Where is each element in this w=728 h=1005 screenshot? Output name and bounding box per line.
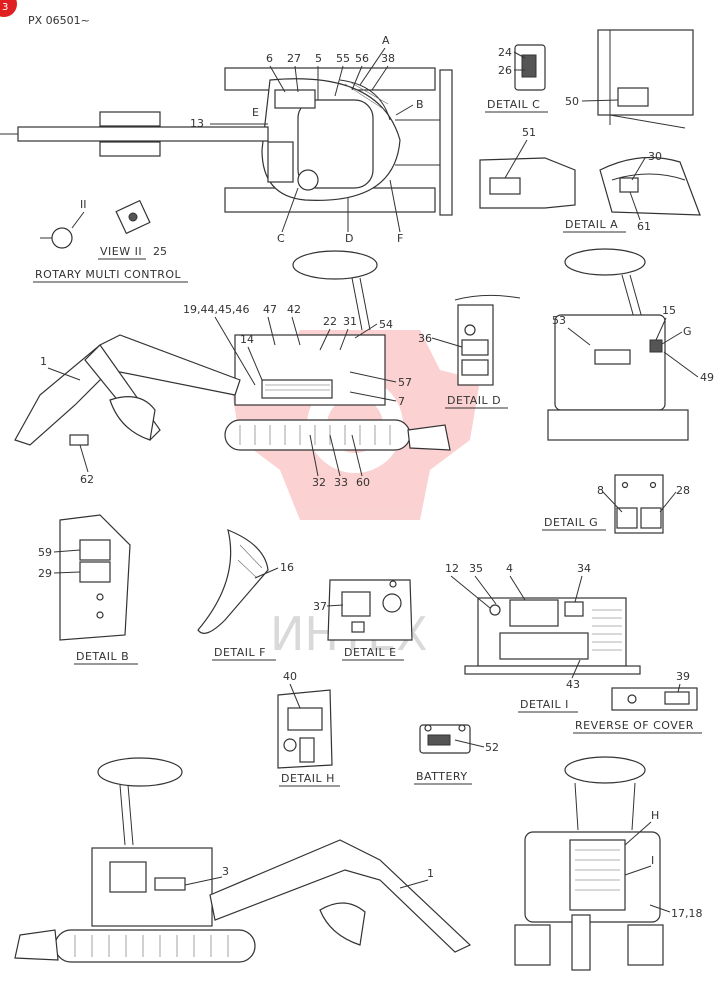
callout-lD: D xyxy=(345,232,353,245)
callout-n34: 34 xyxy=(577,562,591,575)
battery: 52 BATTERY xyxy=(414,724,499,785)
detail-h: 40 DETAIL H xyxy=(277,670,340,787)
callout-n50: 50 xyxy=(565,95,579,108)
detail-b-caption: DETAIL B xyxy=(76,650,129,663)
callout-n32: 32 xyxy=(312,476,326,489)
battery-caption: BATTERY xyxy=(416,770,468,783)
callout-lA: A xyxy=(382,34,390,47)
callout-lF: F xyxy=(397,232,403,245)
reverse-of-cover: 39 REVERSE OF COVER xyxy=(573,670,702,734)
callout-n60: 60 xyxy=(356,476,370,489)
callout-n47: 47 xyxy=(263,303,277,316)
plan-view-labels: 6 27 5 55 56 A 38 B E 13 C D F xyxy=(190,34,424,245)
callout-n54: 54 xyxy=(379,318,393,331)
callout-n36: 36 xyxy=(418,332,432,345)
detail-d: 36 DETAIL D xyxy=(418,294,521,409)
view-ii-caption: VIEW II xyxy=(100,245,142,258)
callout-n27: 27 xyxy=(287,52,301,65)
detail-i-caption: DETAIL I xyxy=(520,698,569,711)
bottom-rear-view: H I 17,18 xyxy=(514,756,703,971)
callout-n43: 43 xyxy=(566,678,580,691)
callout-n1b: 1 xyxy=(427,867,434,880)
callout-n19: 19,44,45,46 xyxy=(183,303,249,316)
rotary-caption: ROTARY MULTI CONTROL xyxy=(35,268,182,281)
callout-n53: 53 xyxy=(552,314,566,327)
callout-roman2: II xyxy=(80,198,87,211)
callout-n61: 61 xyxy=(637,220,651,233)
corner-badge-number: 3 xyxy=(2,2,8,13)
callout-lG: G xyxy=(683,325,692,338)
plan-view xyxy=(0,67,453,216)
callout-lI: I xyxy=(651,854,654,867)
detail-51: 51 xyxy=(479,126,576,209)
callout-n12: 12 xyxy=(445,562,459,575)
detail-c: 24 26 DETAIL C xyxy=(485,44,548,113)
detail-g: 8 28 DETAIL G xyxy=(542,474,690,534)
callout-n38: 38 xyxy=(381,52,395,65)
callout-n13: 13 xyxy=(190,117,204,130)
callout-n30: 30 xyxy=(648,150,662,163)
callout-n1718: 17,18 xyxy=(671,907,703,920)
corner-badge: 3 xyxy=(0,0,17,17)
callout-n29: 29 xyxy=(38,567,52,580)
detail-e: 37 DETAIL E xyxy=(313,579,413,661)
detail-g-caption: DETAIL G xyxy=(544,516,598,529)
callout-n4: 4 xyxy=(506,562,513,575)
callout-n16: 16 xyxy=(280,561,294,574)
callout-n39: 39 xyxy=(676,670,690,683)
detail-a-caption: DETAIL A xyxy=(565,218,618,231)
detail-e-caption: DETAIL E xyxy=(344,646,397,659)
callout-n14: 14 xyxy=(240,333,254,346)
detail-f-caption: DETAIL F xyxy=(214,646,266,659)
callout-n31: 31 xyxy=(343,315,357,328)
detail-h-caption: DETAIL H xyxy=(281,772,335,785)
callout-n37: 37 xyxy=(313,600,327,613)
callout-n15: 15 xyxy=(662,304,676,317)
bottom-side-labels: 3 1 xyxy=(184,865,434,889)
side-view-labels: 19,44,45,46 47 42 22 31 54 14 1 57 7 32 … xyxy=(40,303,412,489)
bottom-side-view xyxy=(14,757,472,963)
callout-n5: 5 xyxy=(315,52,322,65)
detail-i: 12 35 4 34 43 DETAIL I xyxy=(445,562,641,713)
rear-view: 53 15 G 49 xyxy=(547,248,714,441)
callout-n8: 8 xyxy=(597,484,604,497)
callout-n40: 40 xyxy=(283,670,297,683)
callout-n62: 62 xyxy=(80,473,94,486)
view-ii: II VIEW II 25 ROTARY MULTI CONTROL xyxy=(33,198,188,283)
detail-a: 30 61 DETAIL A xyxy=(563,150,701,233)
callout-n26: 26 xyxy=(498,64,512,77)
serial-reference: PX 06501~ xyxy=(28,14,90,27)
reverse-caption: REVERSE OF COVER xyxy=(575,719,694,732)
callout-n35: 35 xyxy=(469,562,483,575)
callout-lC: C xyxy=(277,232,285,245)
callout-lH: H xyxy=(651,809,659,822)
detail-50: 50 xyxy=(565,29,694,129)
callout-n57: 57 xyxy=(398,376,412,389)
detail-b: 59 29 DETAIL B xyxy=(38,514,138,665)
callout-n6: 6 xyxy=(266,52,273,65)
callout-n59: 59 xyxy=(38,546,52,559)
callout-n49: 49 xyxy=(700,371,714,384)
callout-n24: 24 xyxy=(498,46,512,59)
callout-n3: 3 xyxy=(222,865,229,878)
callout-n51: 51 xyxy=(522,126,536,139)
callout-lB: B xyxy=(416,98,424,111)
callout-n25: 25 xyxy=(153,245,167,258)
callout-lE: E xyxy=(252,106,259,119)
callout-n56: 56 xyxy=(355,52,369,65)
callout-n33: 33 xyxy=(334,476,348,489)
callout-n22: 22 xyxy=(323,315,337,328)
detail-c-caption: DETAIL C xyxy=(487,98,540,111)
callout-n28: 28 xyxy=(676,484,690,497)
callout-n42: 42 xyxy=(287,303,301,316)
callout-n55: 55 xyxy=(336,52,350,65)
detail-d-caption: DETAIL D xyxy=(447,394,501,407)
callout-n1a: 1 xyxy=(40,355,47,368)
side-view xyxy=(14,250,451,451)
callout-n7: 7 xyxy=(398,395,405,408)
detail-f: 16 DETAIL F xyxy=(197,529,294,661)
callout-n52: 52 xyxy=(485,741,499,754)
